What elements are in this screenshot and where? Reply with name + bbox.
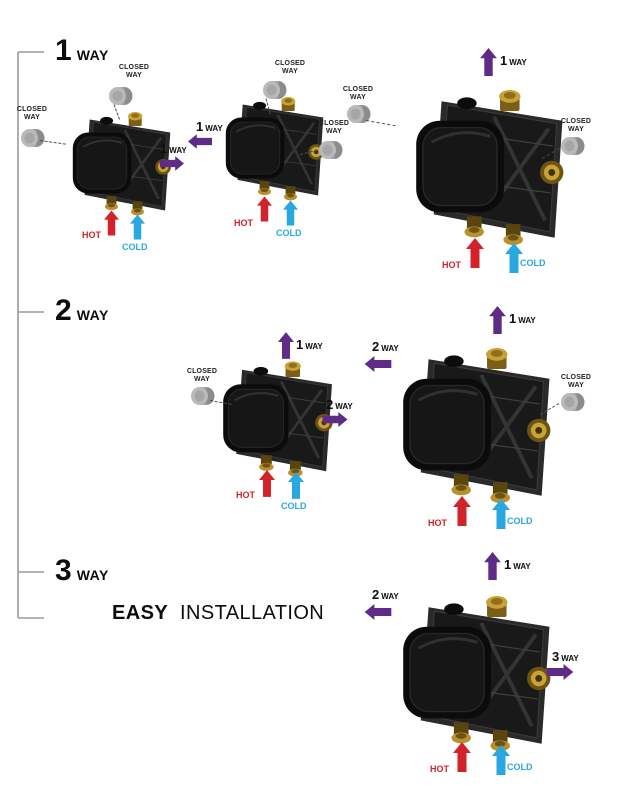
hot-arrow-icon [259,470,275,497]
section-title-2way: 2 WAY [55,296,109,326]
valve-body-illustration [224,95,326,202]
cold-arrow-icon [505,243,523,273]
section-title-3way: 3 WAY [55,556,109,586]
closed-plug-icon [561,137,585,155]
cold-arrow-icon [492,499,510,529]
tagline-regular: INSTALLATION [180,602,325,624]
section-word: WAY [76,567,109,583]
valve-body-illustration [401,594,553,754]
dashed-line [365,120,396,127]
hot-arrow-icon [104,210,119,236]
up-arrow-icon [489,306,506,334]
hot-arrow-icon [257,196,272,222]
valve-body-illustration [221,359,335,479]
valve-body-illustration [414,88,566,248]
closed-plug-icon [191,387,215,405]
cold-label: COLD [507,762,533,772]
valve-body-illustration [401,346,553,506]
section-number: 3 [55,554,72,587]
up-arrow-icon [278,332,294,359]
cold-label: COLD [276,228,302,238]
section-number: 2 [55,294,72,327]
cold-label: COLD [281,501,307,511]
cold-label: COLD [520,258,546,268]
hot-arrow-icon [453,742,471,772]
valve-body-illustration [71,110,173,217]
hot-label: HOT [428,518,447,528]
up-arrow-icon [480,48,497,76]
section-bracket-line [17,51,44,619]
section-number: 1 [55,34,72,67]
hot-arrow-icon [453,496,471,526]
left-arrow-icon [364,604,392,620]
cold-arrow-icon [492,745,510,775]
right-arrow-icon [322,412,348,427]
easy-installation-tagline: EASY INSTALLATION [112,602,324,625]
left-arrow-icon [188,134,212,149]
section-word: WAY [76,47,109,63]
closed-plug-icon [319,141,343,159]
cold-arrow-icon [130,214,145,240]
dashed-line [209,400,232,405]
cold-arrow-icon [288,472,304,499]
dashed-line [113,104,120,120]
dashed-line [541,148,560,159]
up-arrow-icon [484,552,501,580]
closed-plug-icon [109,87,133,105]
hot-label: HOT [236,490,255,500]
dashed-line [539,403,560,415]
hot-label: HOT [82,230,101,240]
closed-plug-icon [263,81,287,99]
right-arrow-icon [546,664,574,680]
right-arrow-icon [160,156,184,171]
dashed-line [299,149,318,155]
section-title-1way: 1 WAY [55,36,109,66]
cold-arrow-icon [283,200,298,226]
cold-label: COLD [122,242,148,252]
hot-label: HOT [234,218,253,228]
tagline-bold: EASY [112,602,169,624]
hot-label: HOT [442,260,461,270]
closed-plug-icon [347,105,371,123]
hot-label: HOT [430,764,449,774]
hot-arrow-icon [466,238,484,268]
dashed-line [265,98,271,115]
section-word: WAY [76,307,109,323]
closed-plug-icon [561,393,585,411]
cold-label: COLD [507,516,533,526]
left-arrow-icon [364,356,392,372]
